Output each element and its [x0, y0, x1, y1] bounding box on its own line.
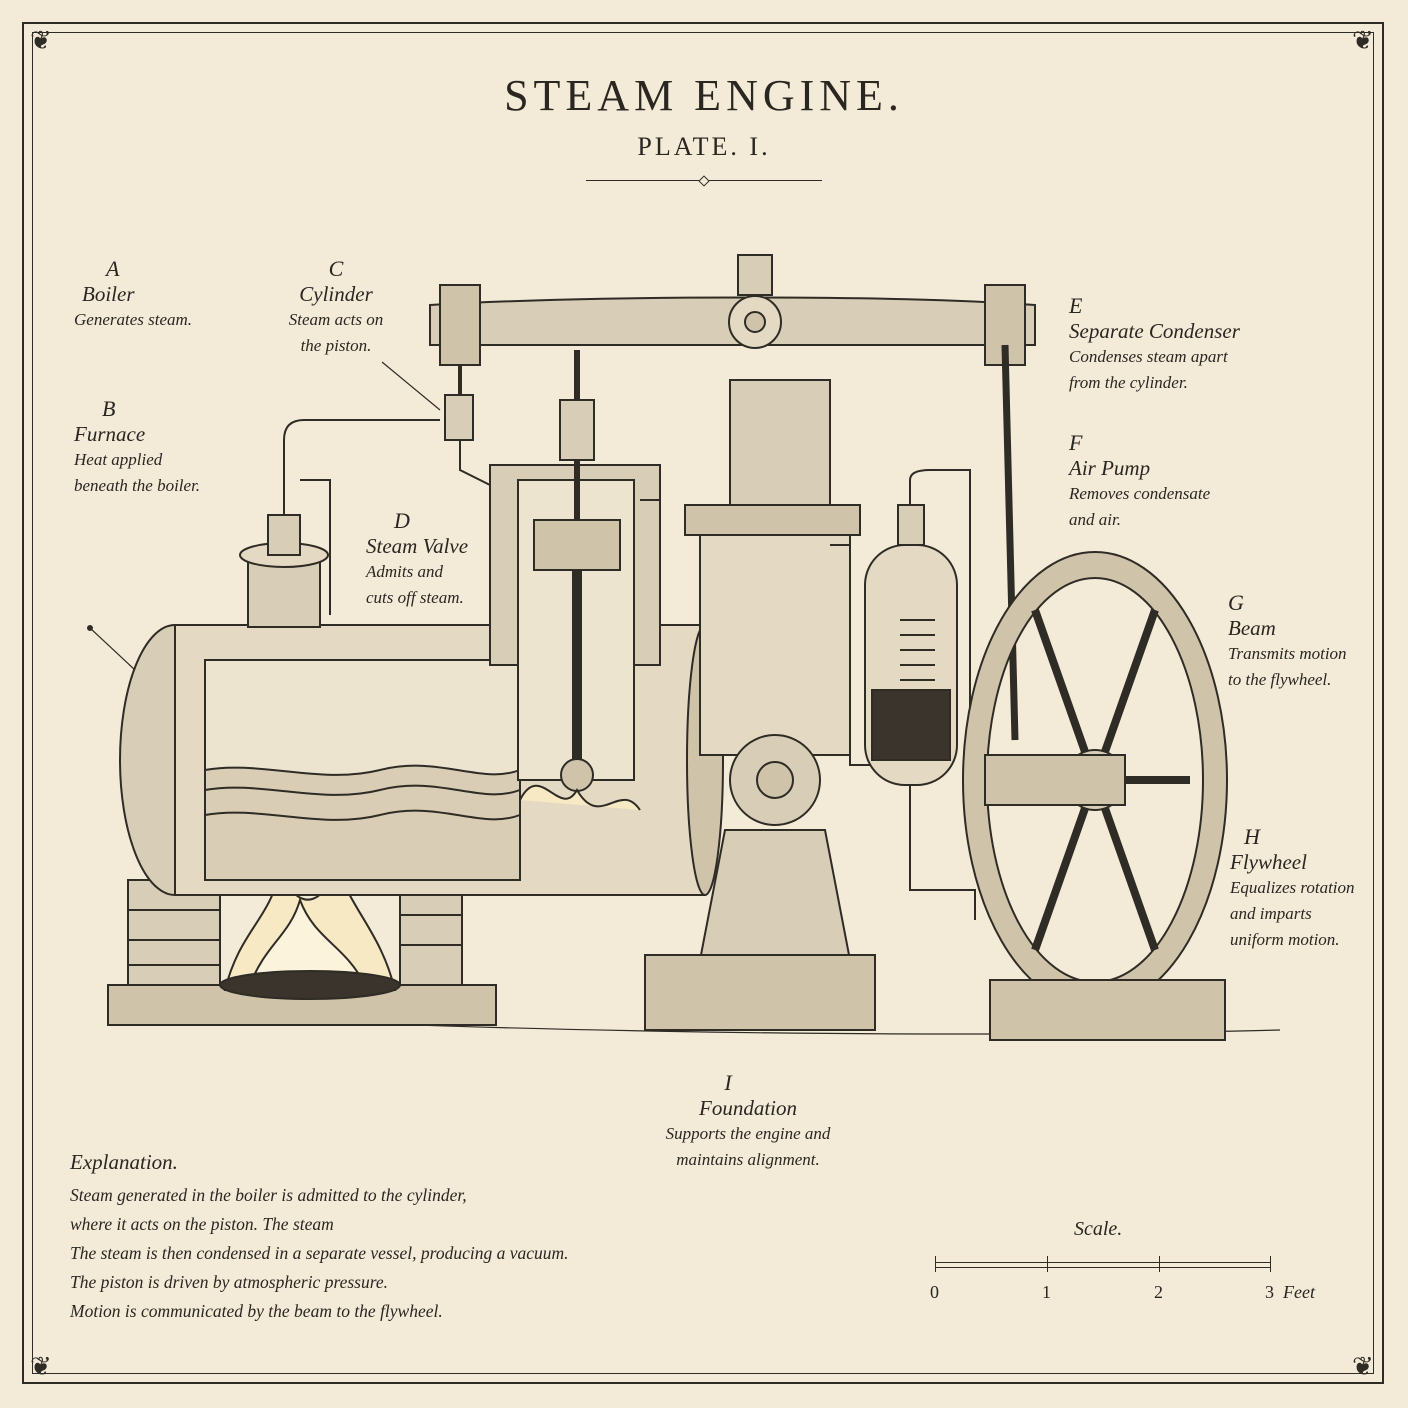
label-letter: F [1069, 430, 1083, 455]
label-description: Heat applied [74, 450, 163, 469]
label-name: Foundation [699, 1096, 797, 1120]
label-description: and air. [1069, 510, 1121, 529]
label-name: Furnace [74, 422, 146, 446]
inner-border [32, 32, 1374, 1374]
steam-dome [239, 419, 440, 628]
label-name: Beam [1228, 616, 1276, 640]
label-letter: B [102, 396, 116, 421]
label-description: maintains alignment. [676, 1150, 820, 1169]
label-description: Equalizes rotation [1230, 878, 1355, 897]
scale-tick [1047, 1256, 1048, 1272]
cylinder-leader-line [381, 361, 441, 411]
label-letter: C [328, 256, 344, 281]
central-column [644, 379, 876, 1031]
label-air-pump: F Air Pump Removes condensate and air. [1069, 430, 1210, 533]
label-description: Generates steam. [74, 310, 193, 329]
scale-unit: Feet [1283, 1282, 1315, 1302]
explanation-line: where it acts on the piston. The steam [70, 1214, 334, 1234]
scale-bar [935, 1262, 1271, 1268]
label-letter: A [106, 256, 120, 281]
label-beam: G Beam Transmits motion to the flywheel. [1228, 590, 1347, 693]
label-description: Supports the engine and [665, 1124, 831, 1143]
explanation-line: Steam generated in the boiler is admitte… [70, 1185, 467, 1205]
scale-tick [1159, 1256, 1160, 1272]
label-foundation: I Foundation Supports the engine and mai… [640, 1070, 856, 1173]
label-description: from the cylinder. [1069, 373, 1188, 392]
label-description: uniform motion. [1230, 930, 1340, 949]
explanation-line: Motion is communicated by the beam to th… [70, 1301, 443, 1321]
flywheel [962, 551, 1228, 1041]
explanation-block: Explanation. Steam generated in the boil… [70, 1150, 569, 1326]
page-title: STEAM ENGINE. [504, 71, 904, 120]
label-description: Condenses steam apart [1069, 347, 1228, 366]
cylinder [489, 350, 661, 811]
boiler-leader-line [89, 627, 136, 671]
label-name: Boiler [82, 282, 135, 306]
label-description: beneath the boiler. [74, 476, 201, 495]
furnace-fire [219, 859, 401, 1000]
label-name: Steam Valve [366, 534, 469, 558]
label-letter: I [724, 1070, 732, 1095]
label-name: Air Pump [1069, 456, 1151, 480]
label-steam-valve: D Steam Valve Admits and cuts off steam. [366, 508, 468, 611]
scale-title: Scale. [1074, 1218, 1123, 1240]
label-name: Separate Condenser [1069, 319, 1240, 343]
label-separate-condenser: E Separate Condenser Condenses steam apa… [1069, 293, 1240, 396]
explanation-line: The piston is driven by atmospheric pres… [70, 1272, 389, 1292]
label-cylinder: C Cylinder Steam acts on the piston. [283, 256, 389, 359]
label-description: the piston. [300, 336, 372, 355]
label-description: Admits and [366, 562, 443, 581]
label-letter: G [1228, 590, 1244, 615]
label-description: Steam acts on [288, 310, 384, 329]
scale-tick-label: 0 [930, 1282, 939, 1302]
scale-tick [1270, 1256, 1271, 1272]
explanation-line: The steam is then condensed in a separat… [70, 1243, 569, 1263]
pump-rod [1001, 344, 1019, 741]
scale-tick-label: 3 [1265, 1282, 1274, 1302]
label-boiler: A Boiler Generates steam. [74, 256, 192, 333]
label-description: Transmits motion [1228, 644, 1347, 663]
beam [429, 254, 1036, 366]
plate-number: PLATE. I. [637, 132, 771, 161]
corner-ornament-icon: ❦ [30, 26, 52, 56]
scale-tick-label: 1 [1042, 1282, 1051, 1302]
corner-ornament-icon: ❦ [1352, 26, 1374, 56]
label-name: Cylinder [299, 282, 373, 306]
label-description: to the flywheel. [1228, 670, 1332, 689]
scale-tick [935, 1256, 936, 1272]
outer-border [22, 22, 1384, 1384]
condenser [864, 469, 976, 920]
label-letter: H [1244, 824, 1260, 849]
corner-ornament-icon: ❦ [1352, 1352, 1374, 1382]
label-letter: E [1069, 293, 1083, 318]
label-furnace: B Furnace Heat applied beneath the boile… [74, 396, 200, 499]
corner-ornament-icon: ❦ [30, 1352, 52, 1382]
explanation-heading: Explanation. [70, 1150, 178, 1174]
label-description: cuts off steam. [366, 588, 464, 607]
scale-tick-label: 2 [1154, 1282, 1163, 1302]
label-description: Removes condensate [1069, 484, 1211, 503]
label-description: and imparts [1230, 904, 1312, 923]
label-letter: D [394, 508, 410, 533]
label-flywheel: H Flywheel Equalizes rotation and impart… [1230, 824, 1355, 953]
label-name: Flywheel [1230, 850, 1307, 874]
